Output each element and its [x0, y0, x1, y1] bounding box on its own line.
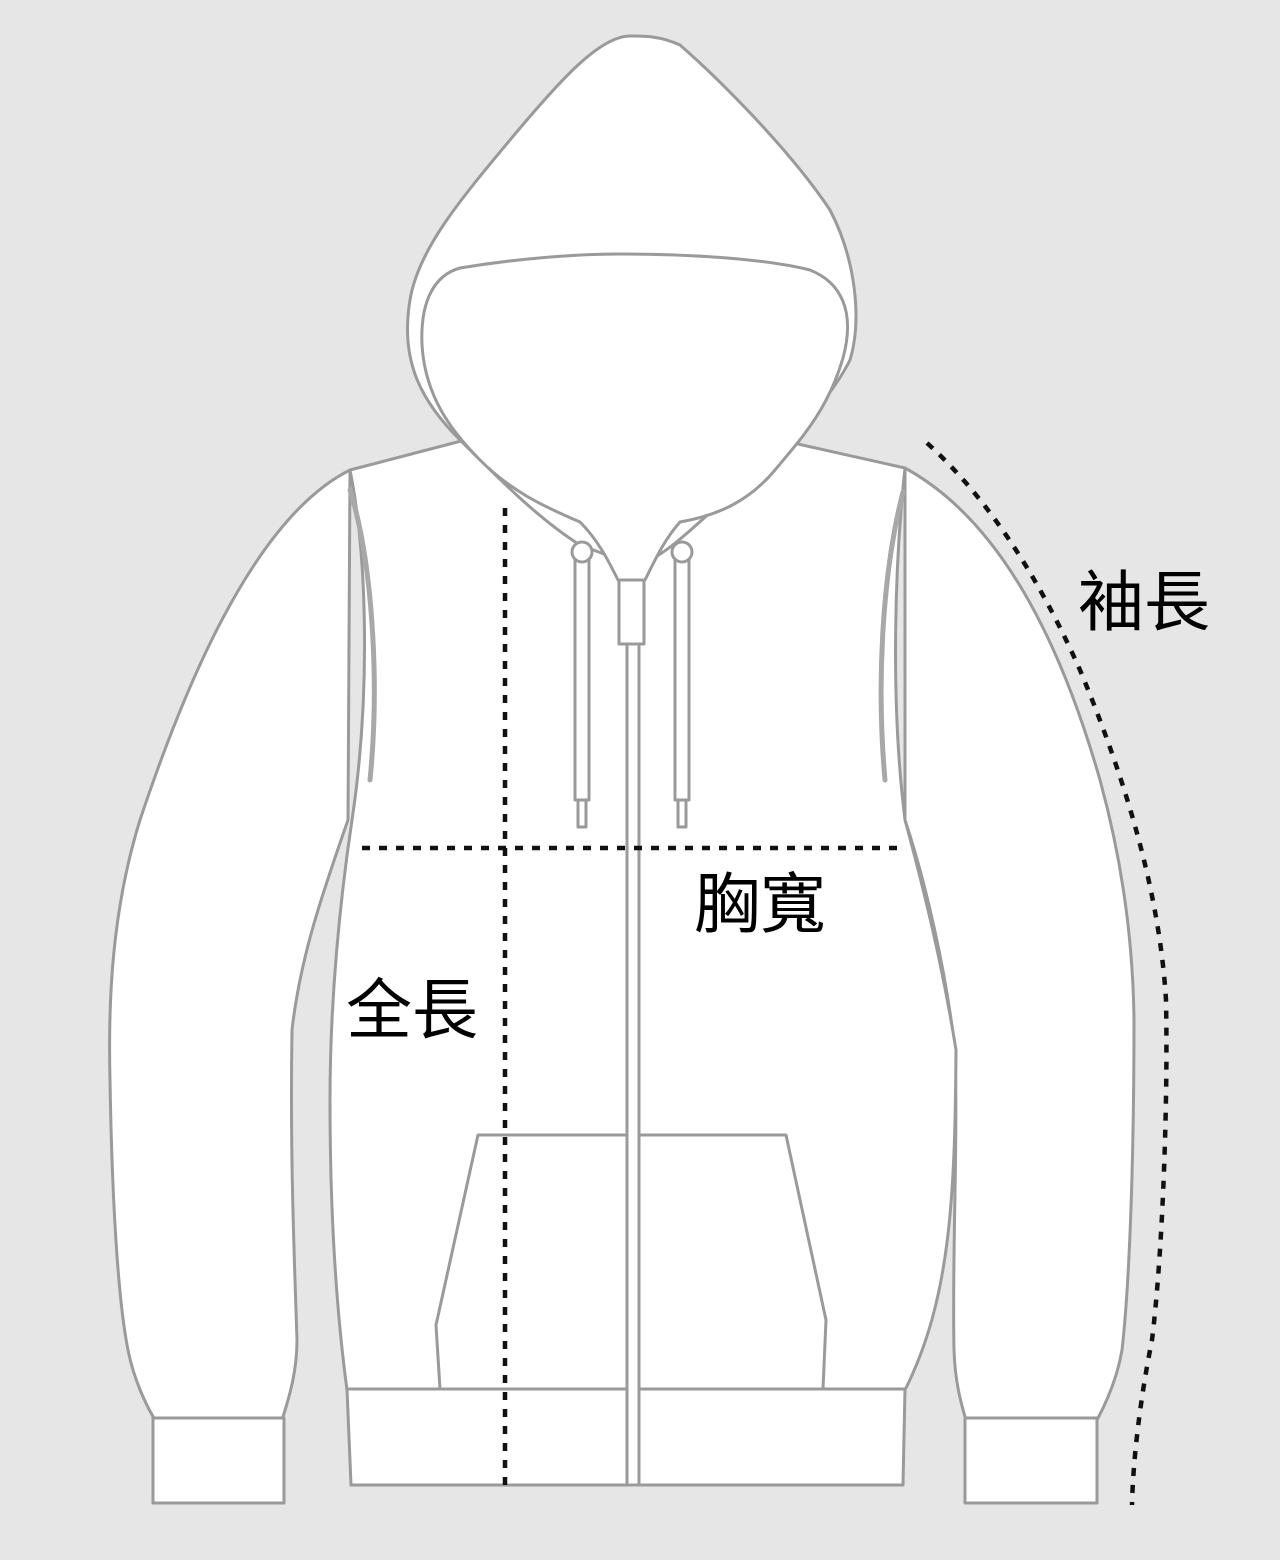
zipper-pull: [617, 578, 646, 646]
right-drawstring: [673, 553, 691, 802]
zipper: [625, 642, 641, 1487]
left-drawstring: [573, 553, 591, 802]
left-grommet: [570, 540, 594, 564]
right-armhole-fold: [878, 489, 906, 783]
total-length-label: 全長: [346, 972, 478, 1049]
left-sleeve: [108, 468, 352, 1422]
left-drawstring-tip: [576, 798, 588, 829]
right-grommet: [670, 540, 694, 564]
sleeve-length-label: 袖長: [1078, 564, 1210, 641]
chest-width-label: 胸寬: [694, 866, 826, 943]
left-armhole-fold: [347, 487, 377, 783]
left-cuff: [151, 1416, 286, 1505]
right-drawstring-tip: [676, 798, 688, 829]
right-cuff: [963, 1416, 1099, 1505]
sleeve-length-measure-line: [925, 441, 1169, 1506]
hood-opening: [420, 252, 849, 582]
